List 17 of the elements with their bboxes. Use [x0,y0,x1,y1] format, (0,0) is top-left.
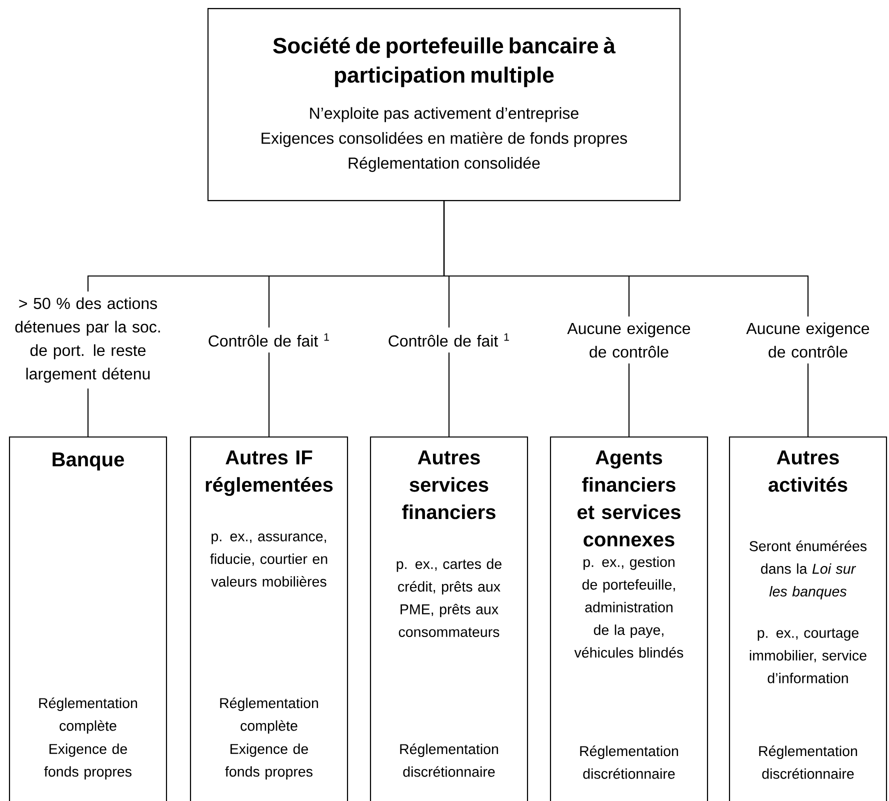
condition-text: Aucune exigence de contrôle [746,322,870,358]
entity-box: Autres IF réglementées p. ex., assurance, fiducie, courtier en valeurs mobilières Réglementation complète Exigence de fonds propres [190,436,348,801]
connector-line [443,201,809,317]
holding-company-box: Société de portefeuille bancaire à participation multiple N’exploite pas activement d’entreprise Exigences consolidées en matière de fonds propres Réglementation consolidée [207,8,681,202]
connector-line [807,363,809,437]
connector-line [448,352,450,437]
entity-box: Banque Réglementation complète Exigence de fonds propres [8,436,168,801]
connector-line [268,352,270,437]
connector-line [87,388,89,437]
condition-text: Aucune exigence de contrôle [567,322,690,358]
condition-text: Contrôle de fait $^{1}$ [208,333,329,347]
condition-text: > 50 % des actions détenues par la soc. de port. le reste largement détenu [15,297,160,383]
connector-line [628,363,630,437]
condition-text: Contrôle de fait $^{1}$ [388,333,509,347]
entity-box: Agents financiers et services connexes p. ex., gestion de portefeuille, administration de la paye, véhicules blindés Réglementation discrétionnaire [550,436,708,801]
entity-box: Autres activités Seront énumérées dans la Loi sur les banques p. ex., courtage immobilier, service d’information Réglementation discrétionnaire [728,436,888,801]
entity-box: Autres services financiers p. ex., cartes de crédit, prêts aux PME, prêts aux consommateurs Réglementation discrétionnaire [370,436,528,801]
